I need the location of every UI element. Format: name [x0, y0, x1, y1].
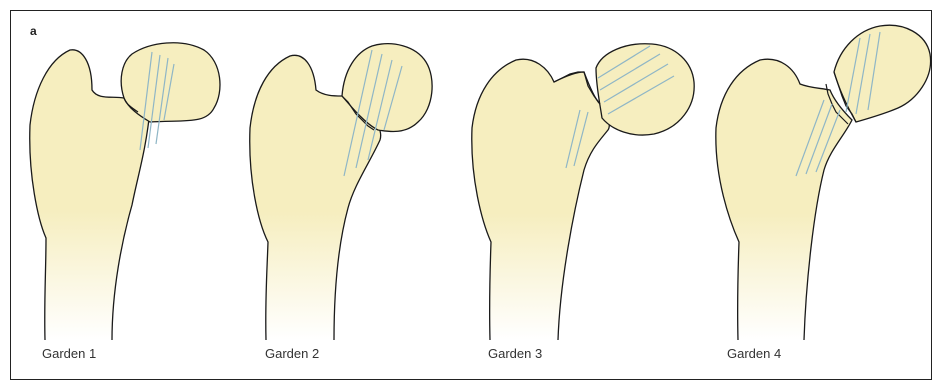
femur-body	[472, 59, 610, 340]
femur-garden-3	[472, 44, 694, 340]
femur-garden-2	[250, 44, 432, 340]
caption-garden-1: Garden 1	[42, 346, 96, 361]
femoral-head	[596, 44, 694, 135]
caption-garden-2: Garden 2	[265, 346, 319, 361]
caption-garden-4: Garden 4	[727, 346, 781, 361]
femur-garden-4	[716, 25, 931, 340]
caption-garden-3: Garden 3	[488, 346, 542, 361]
femoral-head	[834, 25, 931, 122]
femur-garden-1	[30, 43, 220, 340]
